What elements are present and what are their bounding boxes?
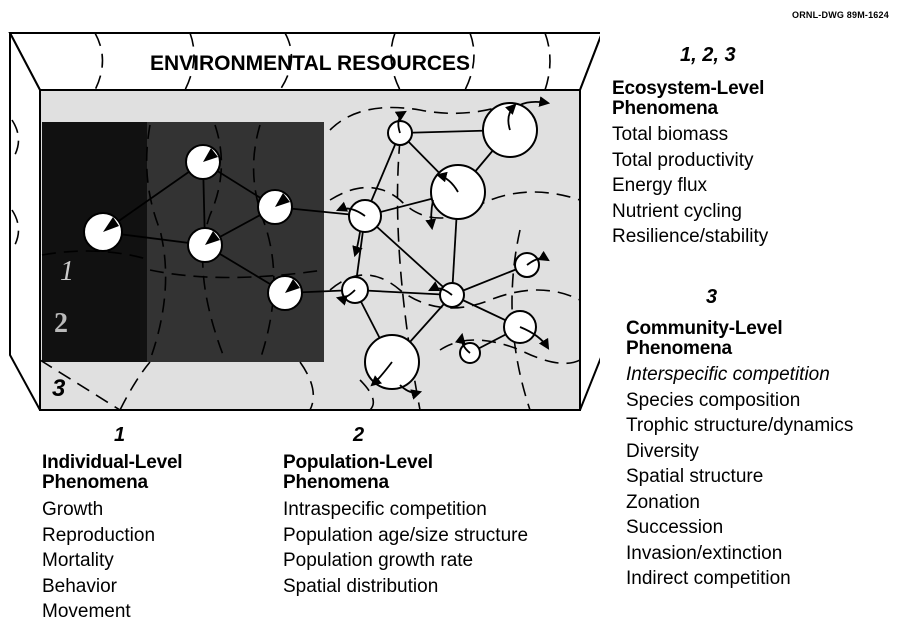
list-item: Population age/size structure bbox=[283, 524, 529, 546]
ecosystem-number: 1, 2, 3 bbox=[680, 44, 736, 66]
population-title-line1: Population-Level bbox=[283, 452, 433, 473]
population-list: Intraspecific competition Population age… bbox=[283, 497, 528, 599]
ecosystem-title-line1: Ecosystem-Level bbox=[612, 78, 765, 99]
list-item: Spatial structure bbox=[626, 466, 764, 487]
list-item: Succession bbox=[626, 517, 724, 538]
list-item: Nutrient cycling bbox=[612, 200, 742, 222]
individual-title-line1: Individual-Level bbox=[42, 452, 183, 473]
list-item: Mortality bbox=[42, 550, 114, 571]
list-item: Energy flux bbox=[612, 175, 708, 196]
list-item: Reproduction bbox=[42, 524, 156, 546]
ecosystem-list: Total biomass Total productivity Energy … bbox=[612, 122, 768, 250]
community-block: 3 Community-Level Phenomena Interspecifi… bbox=[626, 286, 853, 592]
list-item: Intraspecific competition bbox=[283, 499, 487, 520]
box-title: ENVIRONMENTAL RESOURCES bbox=[150, 52, 470, 75]
region-label-3: 3 bbox=[52, 375, 66, 402]
community-title-line1: Community-Level bbox=[626, 318, 783, 339]
community-number: 3 bbox=[706, 286, 718, 308]
list-item: Diversity bbox=[626, 440, 699, 462]
community-title-line2: Phenomena bbox=[626, 338, 732, 359]
ecosystem-diagram: 1 2 3 ENVIRONMENTAL RESOURCES bbox=[8, 32, 600, 411]
list-item: Species composition bbox=[626, 389, 801, 411]
individual-list: Growth Reproduction Mortality Behavior M… bbox=[42, 497, 182, 625]
ecosystem-block: 1, 2, 3 Ecosystem-Level Phenomena Total … bbox=[612, 44, 768, 250]
list-item: Trophic structure/dynamics bbox=[626, 415, 854, 436]
population-title-line2: Phenomena bbox=[283, 472, 389, 493]
list-item: Interspecific competition bbox=[626, 364, 830, 385]
population-number: 2 bbox=[353, 424, 365, 446]
list-item: Growth bbox=[42, 499, 104, 520]
individual-block: 1 Individual-Level Phenomena Growth Repr… bbox=[42, 424, 183, 625]
community-list: Interspecific competition Species compos… bbox=[626, 362, 853, 592]
list-item: Total productivity bbox=[612, 149, 754, 171]
population-block: 2 Population-Level Phenomena Intraspecif… bbox=[283, 424, 528, 599]
list-item: Resilience/stability bbox=[612, 226, 769, 247]
list-item: Behavior bbox=[42, 575, 117, 597]
individual-title-line2: Phenomena bbox=[42, 472, 148, 493]
individual-title: Individual-Level Phenomena bbox=[42, 452, 183, 493]
drawing-id: ORNL-DWG 89M-1624 bbox=[792, 10, 889, 20]
list-item: Invasion/extinction bbox=[626, 542, 783, 564]
ecosystem-title: Ecosystem-Level Phenomena bbox=[612, 79, 768, 119]
list-item: Spatial distribution bbox=[283, 575, 439, 597]
box-right-face bbox=[579, 35, 600, 411]
individual-number: 1 bbox=[114, 424, 126, 446]
list-item: Movement bbox=[42, 601, 131, 622]
population-title: Population-Level Phenomena bbox=[283, 453, 528, 493]
list-item: Indirect competition bbox=[626, 568, 791, 589]
list-item: Population growth rate bbox=[283, 550, 474, 571]
ecosystem-title-line2: Phenomena bbox=[612, 98, 718, 119]
list-item: Zonation bbox=[626, 491, 700, 513]
list-item: Total biomass bbox=[612, 124, 729, 145]
region-label-2: 2 bbox=[54, 308, 68, 339]
box-left-face bbox=[9, 32, 41, 411]
region-label-1: 1 bbox=[60, 256, 74, 287]
community-title: Community-Level Phenomena bbox=[626, 319, 853, 359]
